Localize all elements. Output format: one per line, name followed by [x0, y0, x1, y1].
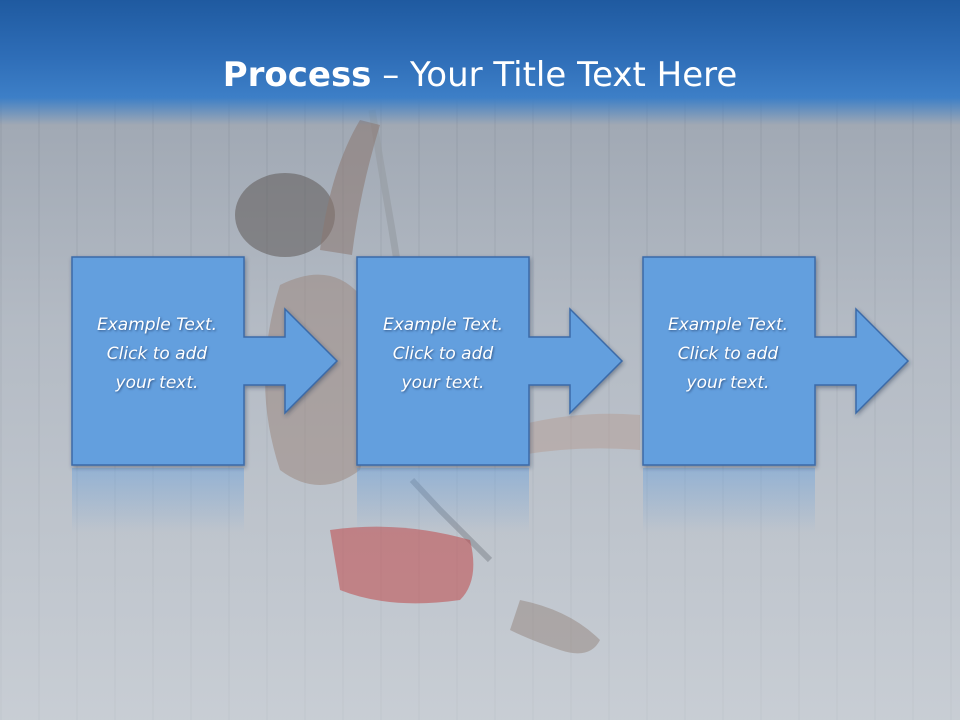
- step-1-line-2: Click to add: [106, 344, 208, 364]
- step-1-line-1: Example Text.: [96, 315, 218, 335]
- process-step-1[interactable]: [71, 256, 339, 466]
- process-step-3[interactable]: [642, 256, 910, 466]
- step-2-text[interactable]: Example Text. Click to add your text.: [358, 311, 528, 398]
- step-1-text[interactable]: Example Text. Click to add your text.: [72, 311, 242, 398]
- title-rest: – Your Title Text Here: [371, 55, 738, 95]
- step-3-line-1: Example Text.: [667, 315, 789, 335]
- step-2-line-3: your text.: [401, 373, 485, 393]
- step-2-line-2: Click to add: [392, 344, 494, 364]
- step-3-line-3: your text.: [686, 373, 770, 393]
- step-3-line-2: Click to add: [677, 344, 779, 364]
- title-band: [0, 0, 960, 125]
- step-3-text[interactable]: Example Text. Click to add your text.: [643, 311, 813, 398]
- process-step-2[interactable]: [356, 256, 624, 466]
- reflections: [72, 468, 815, 533]
- title-bold: Process: [222, 55, 372, 95]
- step-1-line-3: your text.: [115, 373, 199, 393]
- slide-title[interactable]: Process – Your Title Text Here: [0, 54, 960, 96]
- step-2-line-1: Example Text.: [382, 315, 504, 335]
